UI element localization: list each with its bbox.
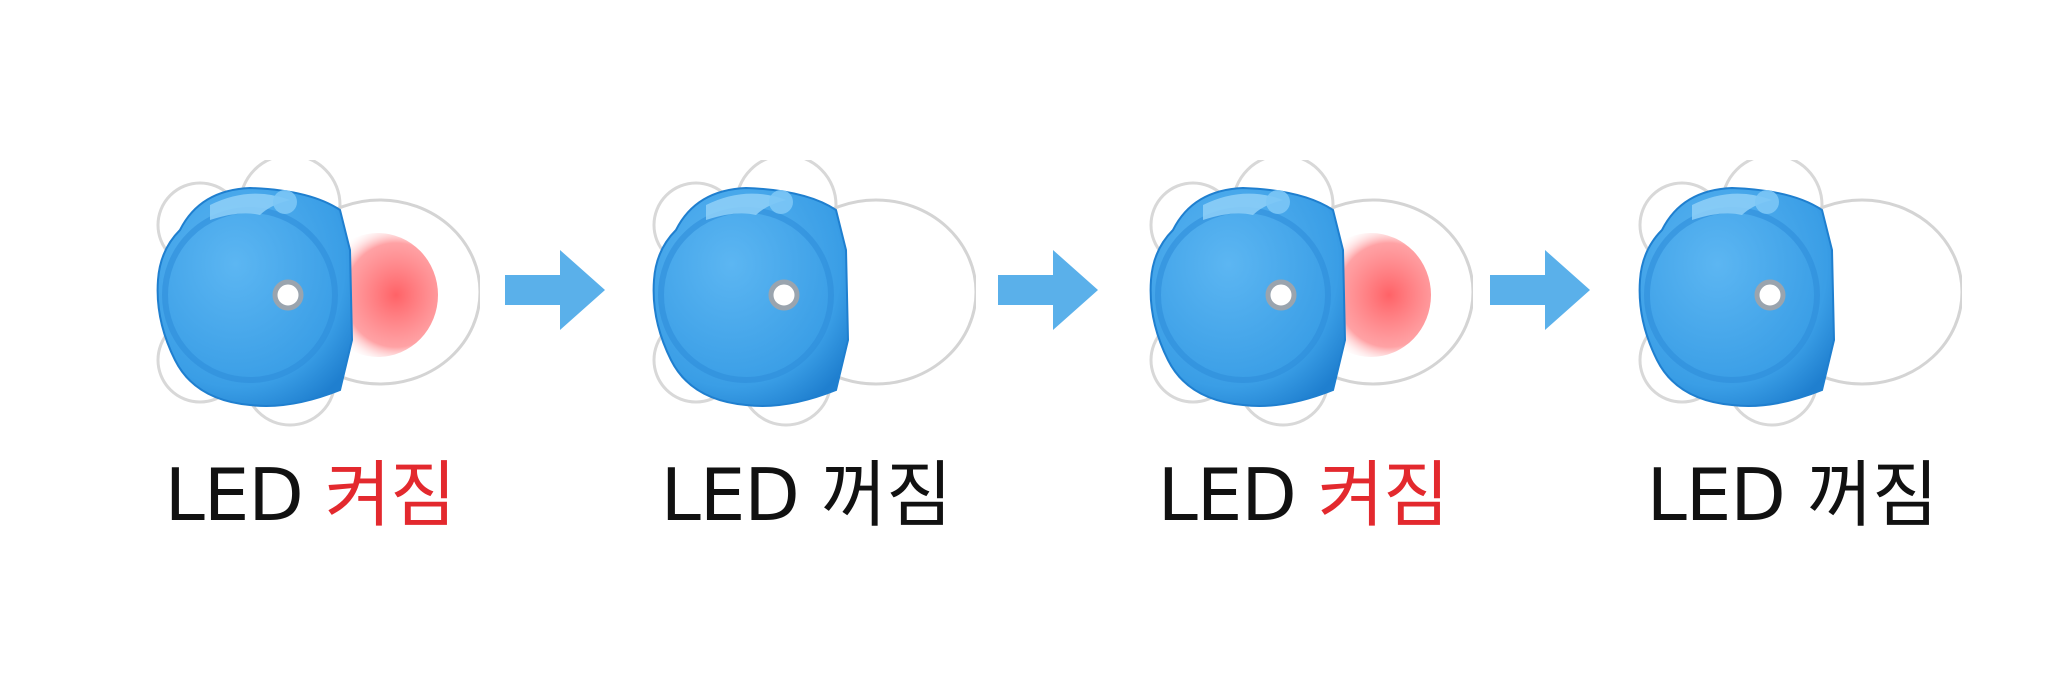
- blue-body: [652, 186, 850, 407]
- arrow-right-icon: [1490, 250, 1590, 330]
- led-prefix: LED: [1157, 453, 1297, 537]
- center-pin-icon: [1265, 279, 1297, 311]
- led-device-icon: [652, 160, 976, 427]
- step-3: LED 켜짐: [1133, 160, 1473, 560]
- blue-body: [1149, 186, 1347, 407]
- center-pin-icon: [768, 279, 800, 311]
- arrow-right-icon: [998, 250, 1098, 330]
- step-3-label: LED 켜짐: [1103, 445, 1503, 545]
- led-device-icon: [1149, 160, 1473, 427]
- led-prefix: LED: [660, 453, 800, 537]
- led-state-off: 꺼짐: [820, 453, 952, 537]
- led-device-icon: [156, 160, 480, 427]
- blue-body: [1638, 186, 1836, 407]
- step-1-label: LED 켜짐: [110, 445, 510, 545]
- led-prefix: LED: [1646, 453, 1786, 537]
- center-pin-icon: [272, 279, 304, 311]
- center-pin-icon: [1754, 279, 1786, 311]
- led-device-icon: [1638, 160, 1962, 427]
- led-prefix: LED: [164, 453, 304, 537]
- step-2: LED 꺼짐: [636, 160, 976, 560]
- led-state-off: 꺼짐: [1806, 453, 1938, 537]
- arrow-right-icon: [505, 250, 605, 330]
- step-2-label: LED 꺼짐: [606, 445, 1006, 545]
- step-1: LED 켜짐: [140, 160, 480, 560]
- step-4: LED 꺼짐: [1622, 160, 1962, 560]
- led-state-on: 켜짐: [1317, 453, 1449, 537]
- step-4-label: LED 꺼짐: [1592, 445, 1992, 545]
- led-state-on: 켜짐: [324, 453, 456, 537]
- blue-body: [156, 186, 354, 407]
